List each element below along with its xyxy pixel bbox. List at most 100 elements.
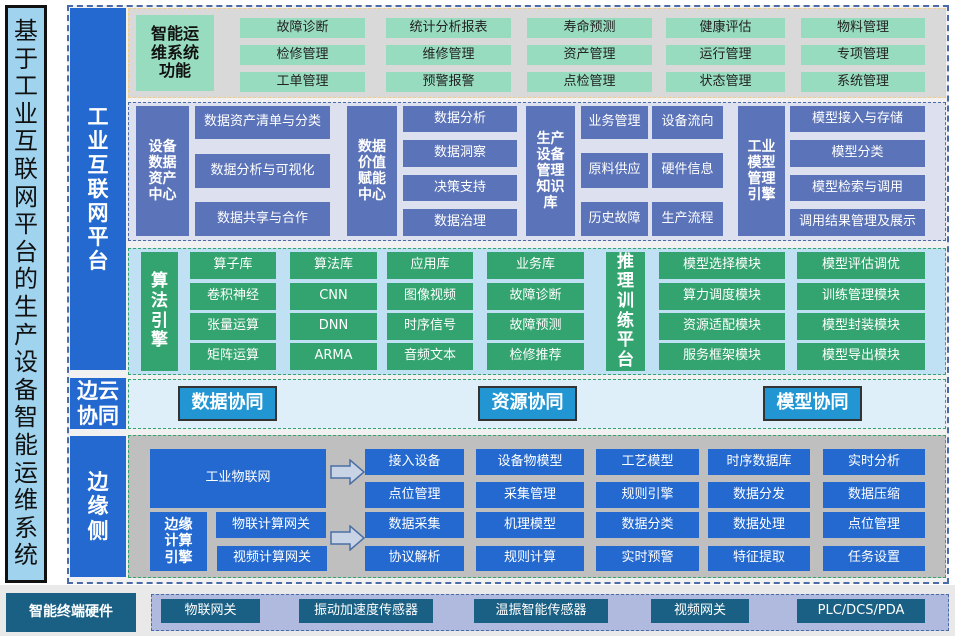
training-item[interactable]: 算力调度模块 (659, 283, 785, 310)
algorithm-item[interactable]: 图像视频 (387, 283, 473, 310)
algorithm-item[interactable]: 业务库 (487, 252, 584, 279)
training-item[interactable]: 训练管理模块 (797, 283, 925, 310)
algorithm-item[interactable]: 张量运算 (190, 313, 276, 340)
data-asset-item[interactable]: 数据共享与合作 (195, 202, 330, 236)
algorithm-item[interactable]: 算子库 (190, 252, 276, 279)
function-item[interactable]: 状态管理 (666, 72, 785, 92)
edge-item[interactable]: 工艺模型 (596, 449, 699, 475)
algorithm-item[interactable]: DNN (290, 313, 377, 340)
training-platform: 推理训练平台 (606, 252, 645, 371)
data-value-item[interactable]: 决策支持 (403, 175, 517, 201)
data-value-item-label: 数据分析 (433, 110, 486, 126)
hardware-item[interactable]: 物联网关 (161, 599, 260, 623)
knowledge-base-label: 生产设备管理知识库 (536, 130, 565, 212)
edge-item[interactable]: 数据处理 (708, 512, 810, 538)
function-item[interactable]: 系统管理 (801, 72, 925, 92)
knowledge-item-label: 设备流向 (661, 114, 714, 130)
algorithm-item[interactable]: 检修推荐 (487, 343, 584, 370)
hardware-item[interactable]: 视频网关 (651, 599, 749, 623)
model-engine-item[interactable]: 模型接入与存储 (790, 106, 925, 132)
edge-item[interactable]: 接入设备 (365, 449, 464, 475)
algorithm-item[interactable]: CNN (290, 283, 377, 310)
algorithm-item[interactable]: ARMA (290, 343, 377, 370)
function-item[interactable]: 预警报警 (386, 72, 511, 92)
training-item-label: 模型评估调优 (821, 257, 900, 273)
data-asset-center: 设备数据资产中心 (136, 106, 189, 236)
training-item[interactable]: 模型评估调优 (797, 252, 925, 279)
function-item[interactable]: 健康评估 (666, 18, 785, 38)
function-item[interactable]: 工单管理 (240, 72, 365, 92)
training-item[interactable]: 模型导出模块 (797, 343, 925, 370)
edge-item[interactable]: 规则计算 (476, 546, 584, 571)
training-item[interactable]: 模型选择模块 (659, 252, 785, 279)
training-item[interactable]: 服务框架模块 (659, 343, 785, 370)
hardware-item-label: 振动加速度传感器 (313, 602, 418, 618)
knowledge-item[interactable]: 历史故障 (581, 202, 648, 236)
model-engine-item[interactable]: 模型检索与调用 (790, 175, 925, 201)
function-item[interactable]: 检修管理 (240, 45, 365, 65)
knowledge-item-label: 历史故障 (588, 210, 641, 226)
algorithm-item[interactable]: 故障预测 (487, 313, 584, 340)
gateway-item[interactable]: 视频计算网关 (217, 546, 327, 571)
knowledge-item-label: 硬件信息 (661, 162, 714, 178)
algorithm-item[interactable]: 时序信号 (387, 313, 473, 340)
training-item-label: 训练管理模块 (821, 288, 900, 304)
algorithm-item[interactable]: 应用库 (387, 252, 473, 279)
training-item[interactable]: 模型封装模块 (797, 313, 925, 340)
edge-item[interactable]: 实时预警 (596, 546, 699, 571)
function-item[interactable]: 故障诊断 (240, 18, 365, 38)
model-engine-item[interactable]: 模型分类 (790, 140, 925, 167)
collab-button[interactable]: 模型协同 (763, 386, 862, 421)
edge-item[interactable]: 数据压缩 (823, 482, 925, 508)
edge-item[interactable]: 任务设置 (823, 546, 925, 571)
edge-item[interactable]: 数据采集 (365, 512, 464, 538)
edge-item[interactable]: 设备物模型 (476, 449, 584, 475)
edge-item[interactable]: 规则引擎 (596, 482, 699, 508)
hardware-item[interactable]: 温振智能传感器 (474, 599, 608, 623)
function-item[interactable]: 统计分析报表 (386, 18, 511, 38)
training-item[interactable]: 资源适配模块 (659, 313, 785, 340)
edge-item[interactable]: 特征提取 (708, 546, 810, 571)
knowledge-item[interactable]: 生产流程 (652, 202, 723, 236)
function-item[interactable]: 专项管理 (801, 45, 925, 65)
collab-button[interactable]: 数据协同 (178, 386, 277, 421)
edge-item[interactable]: 时序数据库 (708, 449, 810, 475)
training-item-label: 模型封装模块 (821, 318, 900, 334)
data-value-item[interactable]: 数据洞察 (403, 140, 517, 167)
function-item[interactable]: 运行管理 (666, 45, 785, 65)
function-item[interactable]: 物料管理 (801, 18, 925, 38)
function-item[interactable]: 资产管理 (527, 45, 652, 65)
data-value-item[interactable]: 数据分析 (403, 106, 517, 132)
edge-item[interactable]: 实时分析 (823, 449, 925, 475)
algorithm-item[interactable]: 故障诊断 (487, 283, 584, 310)
algorithm-item[interactable]: 卷积神经 (190, 283, 276, 310)
edge-item-label: 点位管理 (388, 486, 441, 502)
knowledge-item[interactable]: 硬件信息 (652, 153, 723, 188)
edge-item[interactable]: 数据分发 (708, 482, 810, 508)
gateway-item[interactable]: 物联计算网关 (216, 512, 326, 538)
data-asset-item[interactable]: 数据分析与可视化 (195, 154, 330, 188)
knowledge-item[interactable]: 业务管理 (581, 106, 648, 139)
collab-button[interactable]: 资源协同 (478, 386, 577, 421)
edge-item[interactable]: 点位管理 (365, 482, 464, 508)
edge-item[interactable]: 机理模型 (476, 512, 584, 538)
layer-edge-cloud-label: 边云协同 (77, 379, 119, 428)
algorithm-item[interactable]: 矩阵运算 (190, 343, 276, 370)
hardware-item[interactable]: 振动加速度传感器 (299, 599, 433, 623)
algorithm-item[interactable]: 算法库 (290, 252, 377, 279)
model-engine-item[interactable]: 调用结果管理及展示 (790, 209, 925, 236)
edge-item[interactable]: 数据分类 (596, 512, 699, 538)
hardware-item[interactable]: PLC/DCS/PDA (797, 599, 925, 623)
data-asset-item[interactable]: 数据资产清单与分类 (195, 106, 330, 139)
knowledge-item[interactable]: 设备流向 (652, 106, 723, 139)
edge-item[interactable]: 点位管理 (823, 512, 925, 538)
function-item[interactable]: 维修管理 (386, 45, 511, 65)
function-item[interactable]: 点检管理 (527, 72, 652, 92)
hardware-item-label: 视频网关 (673, 602, 726, 618)
function-item[interactable]: 寿命预测 (527, 18, 652, 38)
edge-item[interactable]: 采集管理 (476, 482, 584, 508)
edge-item[interactable]: 协议解析 (365, 546, 464, 571)
algorithm-item[interactable]: 音频文本 (387, 343, 473, 370)
data-value-item[interactable]: 数据治理 (403, 209, 517, 236)
knowledge-item[interactable]: 原料供应 (581, 153, 648, 188)
